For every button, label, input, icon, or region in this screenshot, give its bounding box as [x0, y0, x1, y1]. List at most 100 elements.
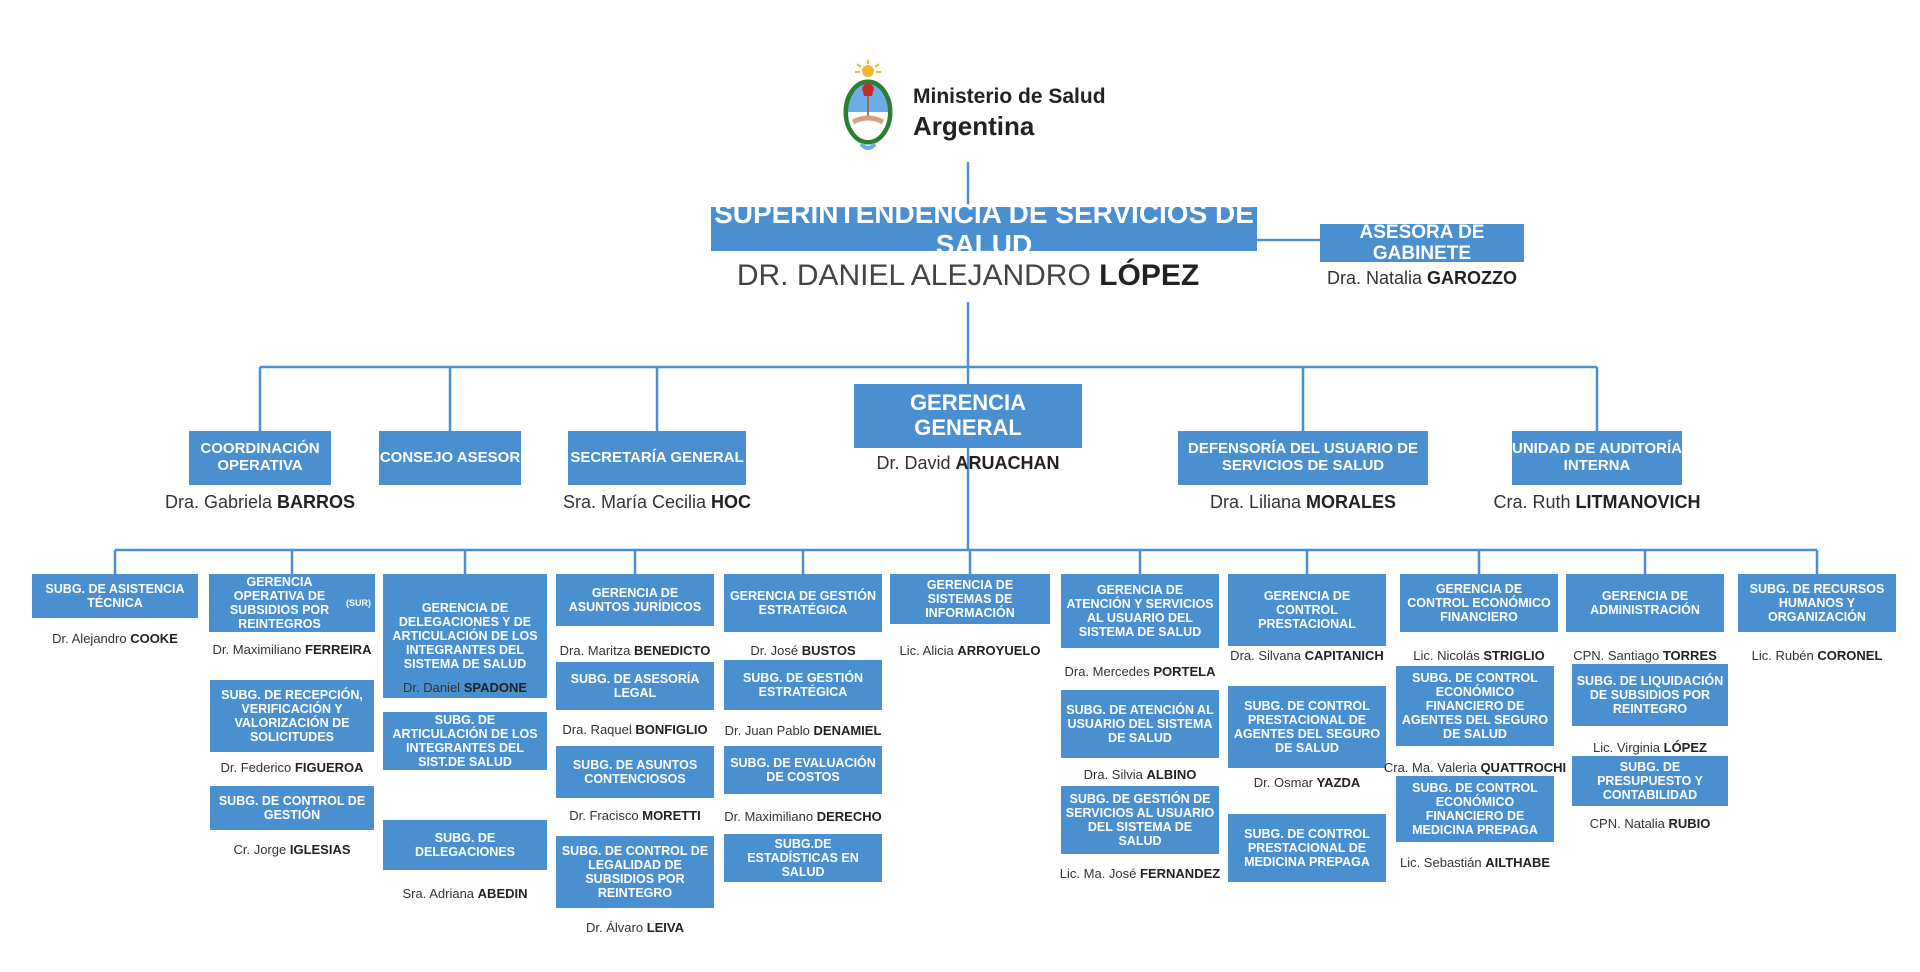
unit-title: SUBG. DE CONTROL ECONÓMICO FINANCIERO DE…: [1412, 781, 1538, 837]
country-name: Argentina: [913, 111, 1035, 141]
unit-head-name: Lic. Sebastián AILTHABE: [1399, 855, 1551, 870]
unit-title: GERENCIA OPERATIVA DE SUBSIDIOS POR REIN…: [229, 575, 330, 631]
unit-title: SUBG. DE CONTROL DE GESTIÓN: [218, 794, 366, 822]
unit-head-name: Dra. Mercedes PORTELA: [1064, 664, 1216, 679]
unit-head-name: Lic. Nicolás STRIGLIO: [1413, 648, 1545, 663]
unit-box-l3: SUBG. DE ARTICULACIÓN DE LOS INTEGRANTES…: [383, 712, 547, 770]
unit-title: SUBG. DE DELEGACIONES: [414, 831, 515, 859]
unit-head-name: Dra. Maritza BENEDICTO: [559, 643, 711, 658]
unit-title-suffix: (SUR): [346, 597, 371, 608]
unit-box-l3: SUBG. DE CONTROL DE GESTIÓN: [210, 786, 374, 830]
unit-head-name: Dra. Raquel BONFIGLIO: [562, 722, 708, 737]
unit-head-name: Lic. Ma. José FERNANDEZ: [1059, 866, 1221, 881]
unit-box-l3: SUBG. DE ASUNTOS CONTENCIOSOS: [556, 746, 714, 798]
unit-title: GERENCIA DE CONTROL ECONÓMICO FINANCIERO: [1407, 582, 1551, 624]
unit-title: COORDINACIÓN OPERATIVA: [200, 440, 320, 474]
unit-head-name: Dr. José BUSTOS: [750, 643, 856, 658]
unit-box-l3: SUBG. DE CONTROL ECONÓMICO FINANCIERO DE…: [1396, 666, 1554, 746]
gerencia-general-title: GERENCIA GENERAL: [909, 390, 1027, 440]
unit-title: DEFENSORÍA DEL USUARIO DE SERVICIOS DE S…: [1187, 440, 1419, 474]
unit-head-name: Dr. Daniel SPADONE: [402, 680, 528, 695]
superintendencia-title: SUPERINTENDENCIA DE SERVICIOS DE SALUD: [714, 197, 1254, 260]
gerencia-general-name: Dr. David ARUACHAN: [876, 453, 1060, 473]
superintendencia-box: SUPERINTENDENCIA DE SERVICIOS DE SALUD: [711, 198, 1257, 260]
unit-box-l3: GERENCIA OPERATIVA DE SUBSIDIOS POR REIN…: [209, 574, 375, 632]
unit-head-name: Dr. Fracisco MORETTI: [569, 808, 701, 823]
unit-box-l3: SUBG. DE EVALUACIÓN DE COSTOS: [724, 746, 882, 794]
unit-head-name: CPN. Santiago TORRES: [1573, 648, 1717, 663]
coat-of-arms-icon: [843, 60, 893, 150]
unit-head-name: Cra. Ma. Valeria QUATTROCHI: [1383, 760, 1567, 775]
unit-head-name: Dr. Osmar YAZDA: [1253, 775, 1361, 790]
unit-box-l3: SUBG. DE GESTIÓN ESTRATÉGICA: [724, 660, 882, 710]
unit-head-name: Dr. Juan Pablo DENAMIEL: [724, 723, 882, 738]
unit-title: CONSEJO ASESOR: [379, 448, 521, 466]
unit-head-name: Cr. Jorge IGLESIAS: [233, 842, 351, 857]
unit-head-name: Dra. Silvana CAPITANICH: [1230, 648, 1384, 663]
unit-title: GERENCIA DE DELEGACIONES Y DE ARTICULACI…: [392, 601, 538, 671]
unit-title: SUBG. DE RECURSOS HUMANOS Y ORGANIZACIÓN: [1749, 582, 1885, 624]
unit-title: SUBG. DE ASUNTOS CONTENCIOSOS: [572, 758, 698, 786]
ministry-name: Ministerio de Salud: [913, 85, 1106, 108]
unit-box-l3: SUBG. DE RECEPCIÓN, VERIFICACIÓN Y VALOR…: [210, 680, 374, 752]
unit-title: GERENCIA DE CONTROL PRESTACIONAL: [1258, 589, 1356, 631]
unit-box-l3: GERENCIA DE CONTROL PRESTACIONAL: [1228, 574, 1386, 646]
unit-head-name: Dr. Álvaro LEIVA: [585, 920, 685, 935]
unit-title: SUBG. DE ARTICULACIÓN DE LOS INTEGRANTES…: [392, 713, 538, 769]
unit-title: SUBG. DE GESTIÓN DE SERVICIOS AL USUARIO…: [1065, 792, 1215, 848]
unit-box-l3: GERENCIA DE DELEGACIONES Y DE ARTICULACI…: [383, 574, 547, 698]
unit-head-name: Dra. Gabriela BARROS: [164, 492, 356, 512]
unit-box-l3: SUBG. DE RECURSOS HUMANOS Y ORGANIZACIÓN: [1738, 574, 1896, 632]
unit-head-name: Lic. Rubén CORONEL: [1751, 648, 1883, 663]
unit-head-name: Sra. Adriana ABEDIN: [402, 886, 528, 901]
gerencia-general-box: GERENCIA GENERAL: [854, 384, 1082, 448]
unit-title: SUBG.DE ESTADÍSTICAS EN SALUD: [747, 837, 859, 879]
unit-box-l3: SUBG. DE ASESORÍA LEGAL: [556, 662, 714, 710]
unit-title: GERENCIA DE GESTIÓN ESTRATÉGICA: [729, 589, 877, 617]
unit-title: GERENCIA DE ADMINISTRACIÓN: [1590, 589, 1700, 617]
unit-head-name: Dra. Liliana MORALES: [1209, 492, 1397, 512]
unit-title: SUBG. DE PRESUPUESTO Y CONTABILIDAD: [1597, 760, 1703, 802]
unit-box-l3: SUBG. DE CONTROL PRESTACIONAL DE MEDICIN…: [1228, 814, 1386, 882]
unit-title: SUBG. DE CONTROL ECONÓMICO FINANCIERO DE…: [1401, 671, 1549, 741]
ministry-logo: Ministerio de Salud Argentina: [833, 60, 1133, 160]
unit-title: GERENCIA DE ATENCIÓN Y SERVICIOS AL USUA…: [1066, 583, 1214, 639]
unit-head-name: CPN. Natalia RUBIO: [1589, 816, 1711, 831]
asesora-title: ASESORA DE GABINETE: [1359, 221, 1485, 264]
unit-box-l3: SUBG. DE CONTROL PRESTACIONAL DE AGENTES…: [1228, 686, 1386, 768]
unit-title: SECRETARÍA GENERAL: [570, 448, 744, 466]
unit-head-name: Sra. María Cecilia HOC: [562, 492, 752, 512]
unit-title: GERENCIA DE ASUNTOS JURÍDICOS: [568, 586, 702, 614]
unit-box-l1: DEFENSORÍA DEL USUARIO DE SERVICIOS DE S…: [1178, 431, 1428, 485]
unit-box-l3: SUBG. DE DELEGACIONES: [383, 820, 547, 870]
unit-box-l3: GERENCIA DE GESTIÓN ESTRATÉGICA: [724, 574, 882, 632]
unit-box-l3: SUBG.DE ESTADÍSTICAS EN SALUD: [724, 834, 882, 882]
unit-title: SUBG. DE GESTIÓN ESTRATÉGICA: [742, 671, 864, 699]
unit-box-l3: SUBG. DE CONTROL ECONÓMICO FINANCIERO DE…: [1396, 776, 1554, 842]
unit-box-l3: SUBG. DE GESTIÓN DE SERVICIOS AL USUARIO…: [1061, 786, 1219, 854]
superintendente-name: DR. DANIEL ALEJANDRO LÓPEZ: [736, 259, 1200, 292]
unit-title: SUBG. DE CONTROL PRESTACIONAL DE MEDICIN…: [1244, 827, 1370, 869]
unit-box-l3: GERENCIA DE CONTROL ECONÓMICO FINANCIERO: [1400, 574, 1558, 632]
unit-box-l3: GERENCIA DE SISTEMAS DE INFORMACIÓN: [890, 574, 1050, 624]
unit-box-l3: SUBG. DE ASISTENCIA TÉCNICA: [32, 574, 198, 618]
unit-head-name: Dra. Silvia ALBINO: [1083, 767, 1197, 782]
unit-title: SUBG. DE EVALUACIÓN DE COSTOS: [730, 756, 876, 784]
unit-title: SUBG. DE ASESORÍA LEGAL: [570, 672, 700, 700]
unit-head-name: Dr. Maximiliano DERECHO: [724, 809, 882, 824]
unit-box-l1: CONSEJO ASESOR: [379, 431, 521, 485]
asesora-box: ASESORA DE GABINETE: [1320, 221, 1524, 264]
unit-box-l3: SUBG. DE CONTROL DE LEGALIDAD DE SUBSIDI…: [556, 836, 714, 908]
unit-head-name: Dr. Alejandro COOKE: [52, 631, 178, 646]
unit-box-l1: UNIDAD DE AUDITORÍA INTERNA: [1512, 431, 1682, 485]
unit-head-name: Cra. Ruth LITMANOVICH: [1493, 492, 1701, 512]
unit-title: SUBG. DE RECEPCIÓN, VERIFICACIÓN Y VALOR…: [221, 688, 363, 744]
unit-box-l1: SECRETARÍA GENERAL: [568, 431, 746, 485]
unit-head-name: Dr. Federico FIGUEROA: [220, 760, 364, 775]
unit-title: SUBG. DE CONTROL PRESTACIONAL DE AGENTES…: [1233, 699, 1381, 755]
unit-title: GERENCIA DE SISTEMAS DE INFORMACIÓN: [925, 578, 1015, 620]
unit-box-l3: SUBG. DE LIQUIDACIÓN DE SUBSIDIOS POR RE…: [1572, 664, 1728, 726]
asesora-name: Dra. Natalia GAROZZO: [1326, 268, 1518, 288]
unit-head-name: Lic. Alicia ARROYUELO: [899, 643, 1041, 658]
